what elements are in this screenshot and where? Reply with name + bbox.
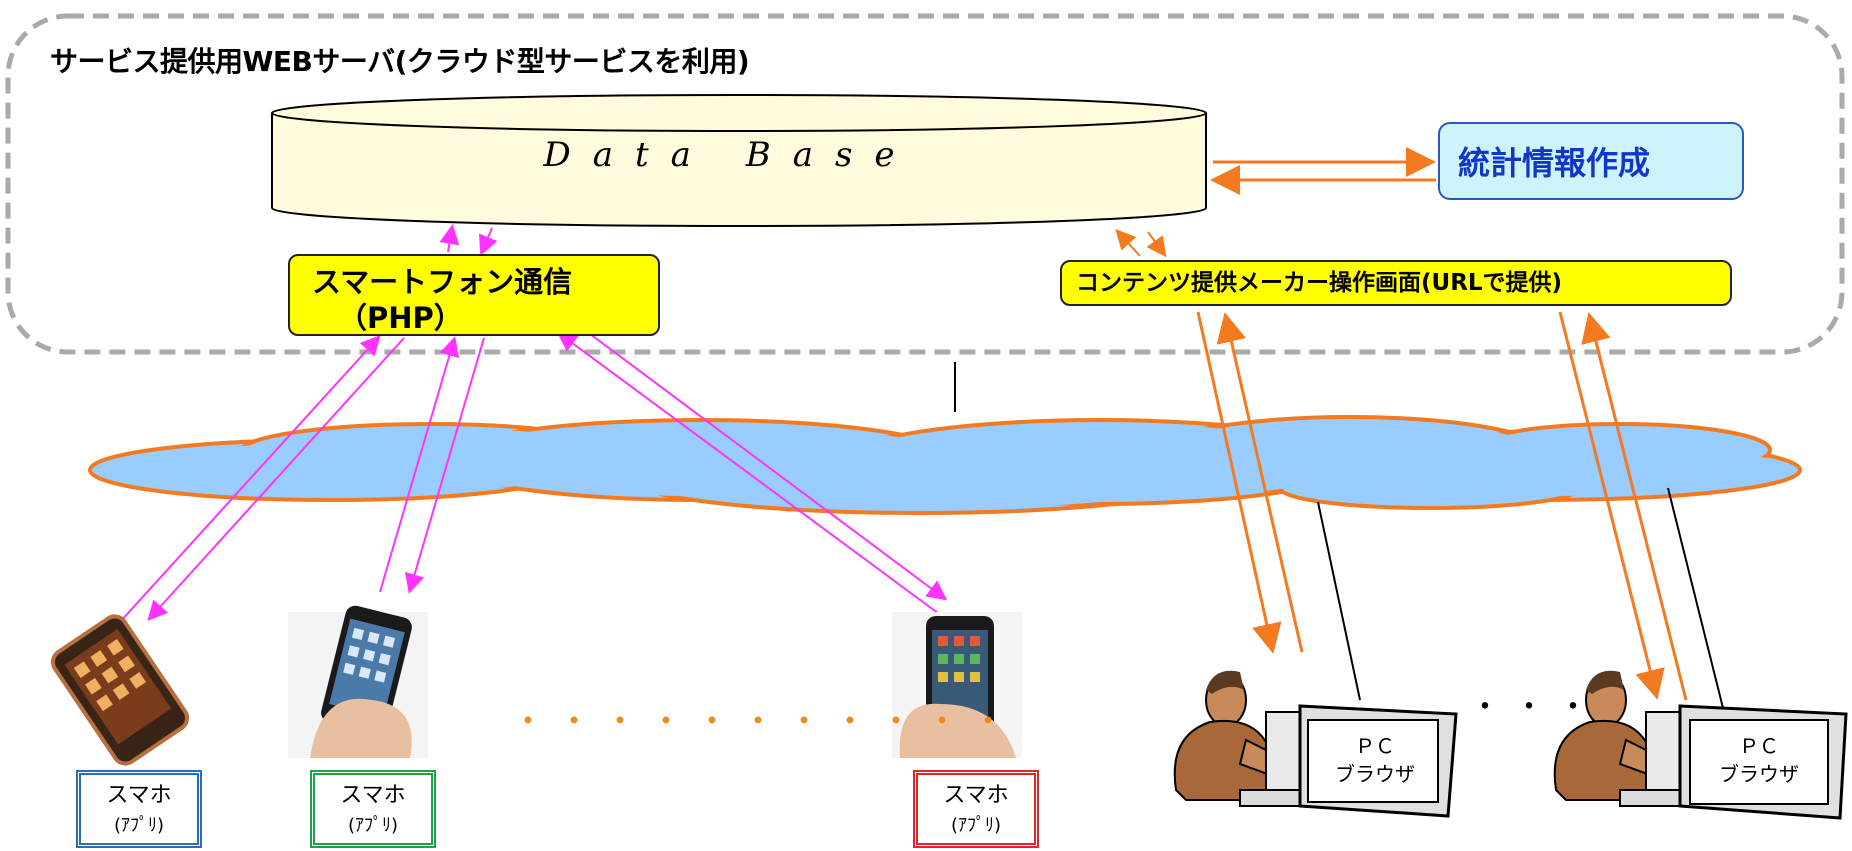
- arrow-maker-to-pc1: [1196, 311, 1282, 654]
- pc-label-2: ＰＣ ブラウザ: [1714, 732, 1804, 788]
- php-box-line1: スマートフォン通信: [312, 265, 573, 299]
- arrow-phone1-down: [147, 337, 405, 621]
- pc-label-2-line2: ブラウザ: [1719, 762, 1799, 786]
- phone-image-1: [50, 614, 190, 766]
- database-cylinder: [271, 94, 1207, 227]
- maker-box: コンテンツ提供メーカー操作画面(URLで提供): [1060, 260, 1732, 306]
- phone-image-2: [288, 605, 428, 758]
- phone-label-2-line1: スマホ: [340, 783, 406, 808]
- phone-image-3: [892, 612, 1022, 758]
- pc1-cloud-link: [1317, 501, 1361, 701]
- arrow-db-to-php: [478, 227, 498, 256]
- arrow-phone3-down: [589, 333, 948, 601]
- internet-cloud-fill: [94, 421, 1796, 509]
- phone-label-1: スマホ (ｱﾌﾟﾘ): [76, 770, 202, 848]
- phone-label-2-line2: (ｱﾌﾟﾘ): [347, 815, 399, 836]
- phone-ellipsis: ・・・・・・・・・・・: [512, 702, 1019, 740]
- phone-label-2: スマホ (ｱﾌﾟﾘ): [310, 770, 436, 848]
- arrow-maker-to-db: [1115, 229, 1141, 257]
- arrow-phone2-up: [379, 336, 460, 593]
- stats-box: 統計情報作成: [1438, 122, 1744, 200]
- arrow-phone3-up: [556, 331, 951, 623]
- phone-label-3-line1: スマホ: [943, 783, 1009, 808]
- arrow-phone1-up: [119, 335, 381, 623]
- server-title: サービス提供用WEBサーバ(クラウド型サービスを利用): [50, 45, 750, 78]
- phone-label-1-line2: (ｱﾌﾟﾘ): [113, 815, 165, 836]
- server-boundary: [5, 13, 1845, 355]
- pc-label-1-line1: ＰＣ: [1355, 734, 1395, 758]
- arrow-db-to-maker: [1146, 231, 1167, 258]
- pc-user-image-2: [1553, 670, 1848, 820]
- arrow-phone2-down: [404, 337, 485, 594]
- phone-label-1-line1: スマホ: [106, 783, 172, 808]
- arrow-php-to-db: [439, 224, 460, 253]
- pc-label-1-line2: ブラウザ: [1335, 762, 1415, 786]
- php-box-line2: （PHP）: [338, 301, 463, 335]
- phone-label-3: スマホ (ｱﾌﾟﾘ): [913, 770, 1039, 848]
- arrow-pc2-to-maker: [1581, 312, 1688, 701]
- maker-box-label: コンテンツ提供メーカー操作画面(URLで提供): [1076, 270, 1563, 296]
- pc-user-image-1: [1173, 670, 1458, 818]
- pc-label-2-line1: ＰＣ: [1739, 734, 1779, 758]
- phone-label-3-line2: (ｱﾌﾟﾘ): [950, 815, 1002, 836]
- database-label: Data Base: [543, 135, 917, 175]
- arrow-maker-to-pc2: [1558, 311, 1665, 700]
- pc2-cloud-link: [1667, 487, 1725, 713]
- pc-ellipsis: ・・・: [1470, 690, 1602, 725]
- stats-box-label: 統計情報作成: [1458, 144, 1651, 182]
- arrow-pc1-to-maker: [1216, 312, 1304, 653]
- php-box: スマートフォン通信 （PHP）: [288, 254, 660, 336]
- pc-label-1: ＰＣ ブラウザ: [1330, 732, 1420, 788]
